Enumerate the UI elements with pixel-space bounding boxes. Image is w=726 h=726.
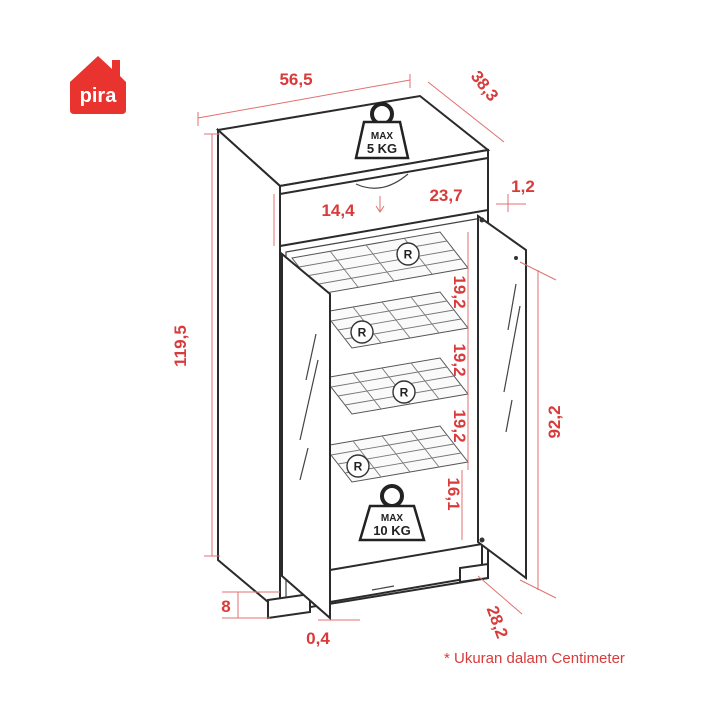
rack-mark-1: R <box>396 242 420 266</box>
door-left <box>281 251 331 621</box>
dim-door-thickness: 0,4 <box>306 629 330 648</box>
svg-text:R: R <box>400 386 409 400</box>
rack-mark-2: R <box>350 320 374 344</box>
dim-shelf-gap-3: 19,2 <box>450 409 469 442</box>
cabinet-left-side <box>217 127 281 615</box>
rack-mark-4: R <box>346 454 370 478</box>
rack-mark-3: R <box>392 380 416 404</box>
dim-drawer-depth: 23,7 <box>429 186 462 205</box>
weight-icon-drawer: MAX 5 KG <box>354 102 410 160</box>
drawer-handle <box>355 173 409 189</box>
dim-door-depth: 28,2 <box>483 603 512 641</box>
dim-height: 119,5 <box>171 325 190 367</box>
dim-depth: 38,3 <box>467 67 502 105</box>
dim-door-height: 92,2 <box>545 405 564 438</box>
units-note: * Ukuran dalam Centimeter <box>444 650 625 667</box>
svg-text:R: R <box>404 248 413 262</box>
drawer-front <box>279 156 489 248</box>
dim-drawer-height: 14,4 <box>321 201 355 220</box>
dim-shelf-gap-1: 19,2 <box>450 275 469 308</box>
svg-text:10 KG: 10 KG <box>373 523 411 538</box>
dim-width: 56,5 <box>279 70 312 89</box>
svg-text:pira: pira <box>80 85 118 107</box>
door-right <box>477 214 527 580</box>
svg-text:MAX: MAX <box>381 513 404 524</box>
svg-text:R: R <box>354 460 363 474</box>
svg-text:5 KG: 5 KG <box>367 141 397 156</box>
cabinet-foot-left <box>267 592 311 620</box>
dimension-lines <box>197 74 557 621</box>
pira-logo: pira <box>70 56 126 114</box>
cabinet-foot-right <box>459 562 489 584</box>
plinth-slot <box>371 585 395 591</box>
dim-base-height: 8 <box>221 597 230 616</box>
dim-shelf-gap-bottom: 16,1 <box>444 477 463 510</box>
svg-text:MAX: MAX <box>371 131 394 142</box>
dim-shelf-gap-2: 19,2 <box>450 343 469 376</box>
dim-top-gap: 1,2 <box>511 177 535 196</box>
weight-icon-shelf: MAX 10 KG <box>358 484 426 542</box>
svg-text:R: R <box>358 326 367 340</box>
